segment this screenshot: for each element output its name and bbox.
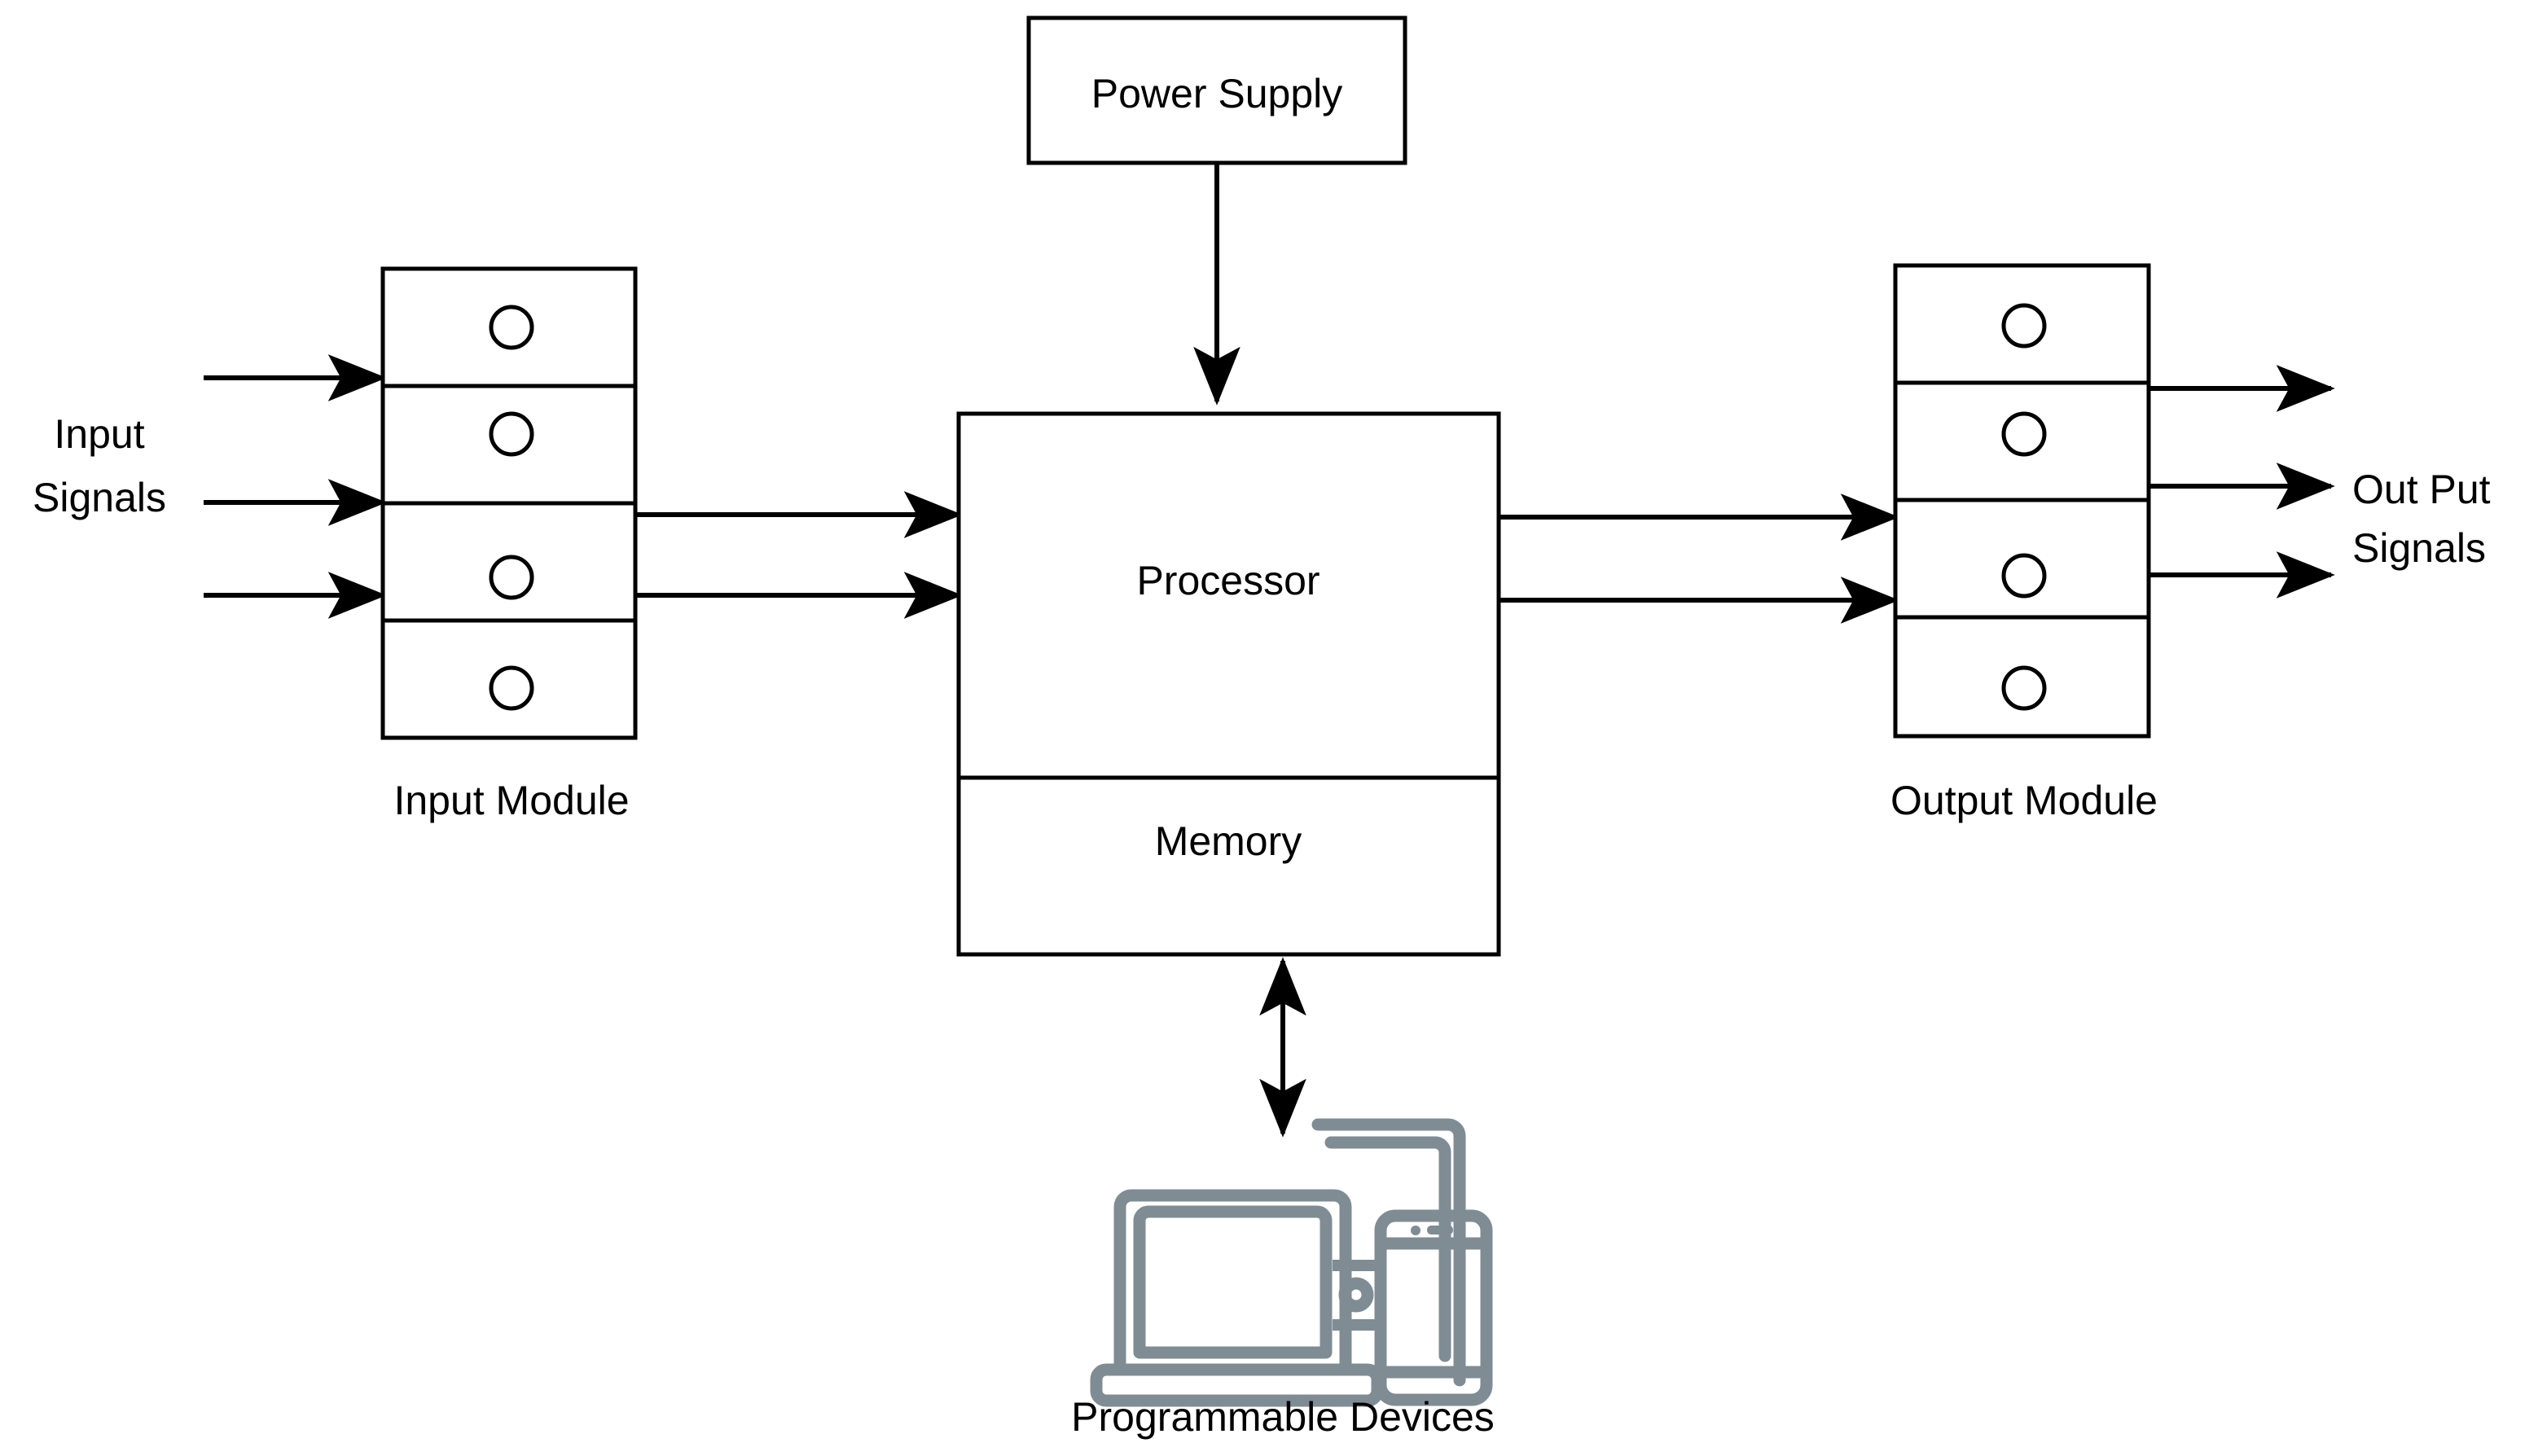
processor-label: Processor bbox=[1136, 558, 1319, 603]
programmable-devices-caption: Programmable Devices bbox=[1071, 1394, 1495, 1440]
phone-body-icon bbox=[1374, 1209, 1493, 1406]
output-signals-label: Out Put Signals bbox=[2352, 467, 2491, 571]
output-module-terminal-1[interactable] bbox=[2001, 303, 2047, 349]
input-module-terminal-3[interactable] bbox=[489, 555, 534, 600]
output-signals-line-2: Signals bbox=[2352, 525, 2486, 571]
input-module-terminal-4[interactable] bbox=[489, 665, 534, 711]
programmable-devices-icon[interactable]: Programmable Devices bbox=[1071, 1118, 1495, 1440]
input-module-terminal-2[interactable] bbox=[489, 411, 534, 457]
power-supply-label: Power Supply bbox=[1091, 71, 1343, 116]
processor-memory-block[interactable]: Processor Memory bbox=[956, 411, 1501, 957]
phone-earpiece-icon bbox=[1427, 1226, 1453, 1235]
tablet-outer-icon bbox=[1311, 1118, 1466, 1387]
power-supply-block[interactable]: Power Supply bbox=[1026, 15, 1407, 165]
input-module-block[interactable]: Input Module bbox=[380, 266, 638, 823]
output-module-caption: Output Module bbox=[1890, 778, 2158, 823]
tablet-inner-icon bbox=[1324, 1136, 1451, 1362]
output-module-terminal-2[interactable] bbox=[2001, 411, 2047, 457]
input-signals-line-2: Signals bbox=[33, 475, 166, 520]
output-module-terminal-4[interactable] bbox=[2001, 665, 2047, 711]
power-supply-box[interactable] bbox=[1026, 15, 1407, 165]
memory-label: Memory bbox=[1155, 818, 1302, 864]
output-module-terminal-3[interactable] bbox=[2001, 553, 2047, 599]
input-signals-line-1: Input bbox=[54, 411, 144, 457]
laptop-screen-icon bbox=[1133, 1205, 1333, 1359]
input-module-caption: Input Module bbox=[393, 778, 629, 823]
router-bottom-bar-icon bbox=[1333, 1319, 1379, 1331]
input-module-terminal-1[interactable] bbox=[489, 305, 534, 350]
phone-camera-icon bbox=[1411, 1226, 1420, 1235]
input-signals-label: Input Signals bbox=[33, 411, 166, 520]
router-lens-icon bbox=[1338, 1277, 1374, 1313]
output-signals-line-1: Out Put bbox=[2352, 467, 2491, 512]
processor-memory-box[interactable] bbox=[956, 411, 1501, 957]
router-top-bar-icon bbox=[1333, 1260, 1379, 1271]
output-module-block[interactable]: Output Module bbox=[1890, 263, 2158, 823]
laptop-lid-outer-icon bbox=[1113, 1189, 1352, 1376]
